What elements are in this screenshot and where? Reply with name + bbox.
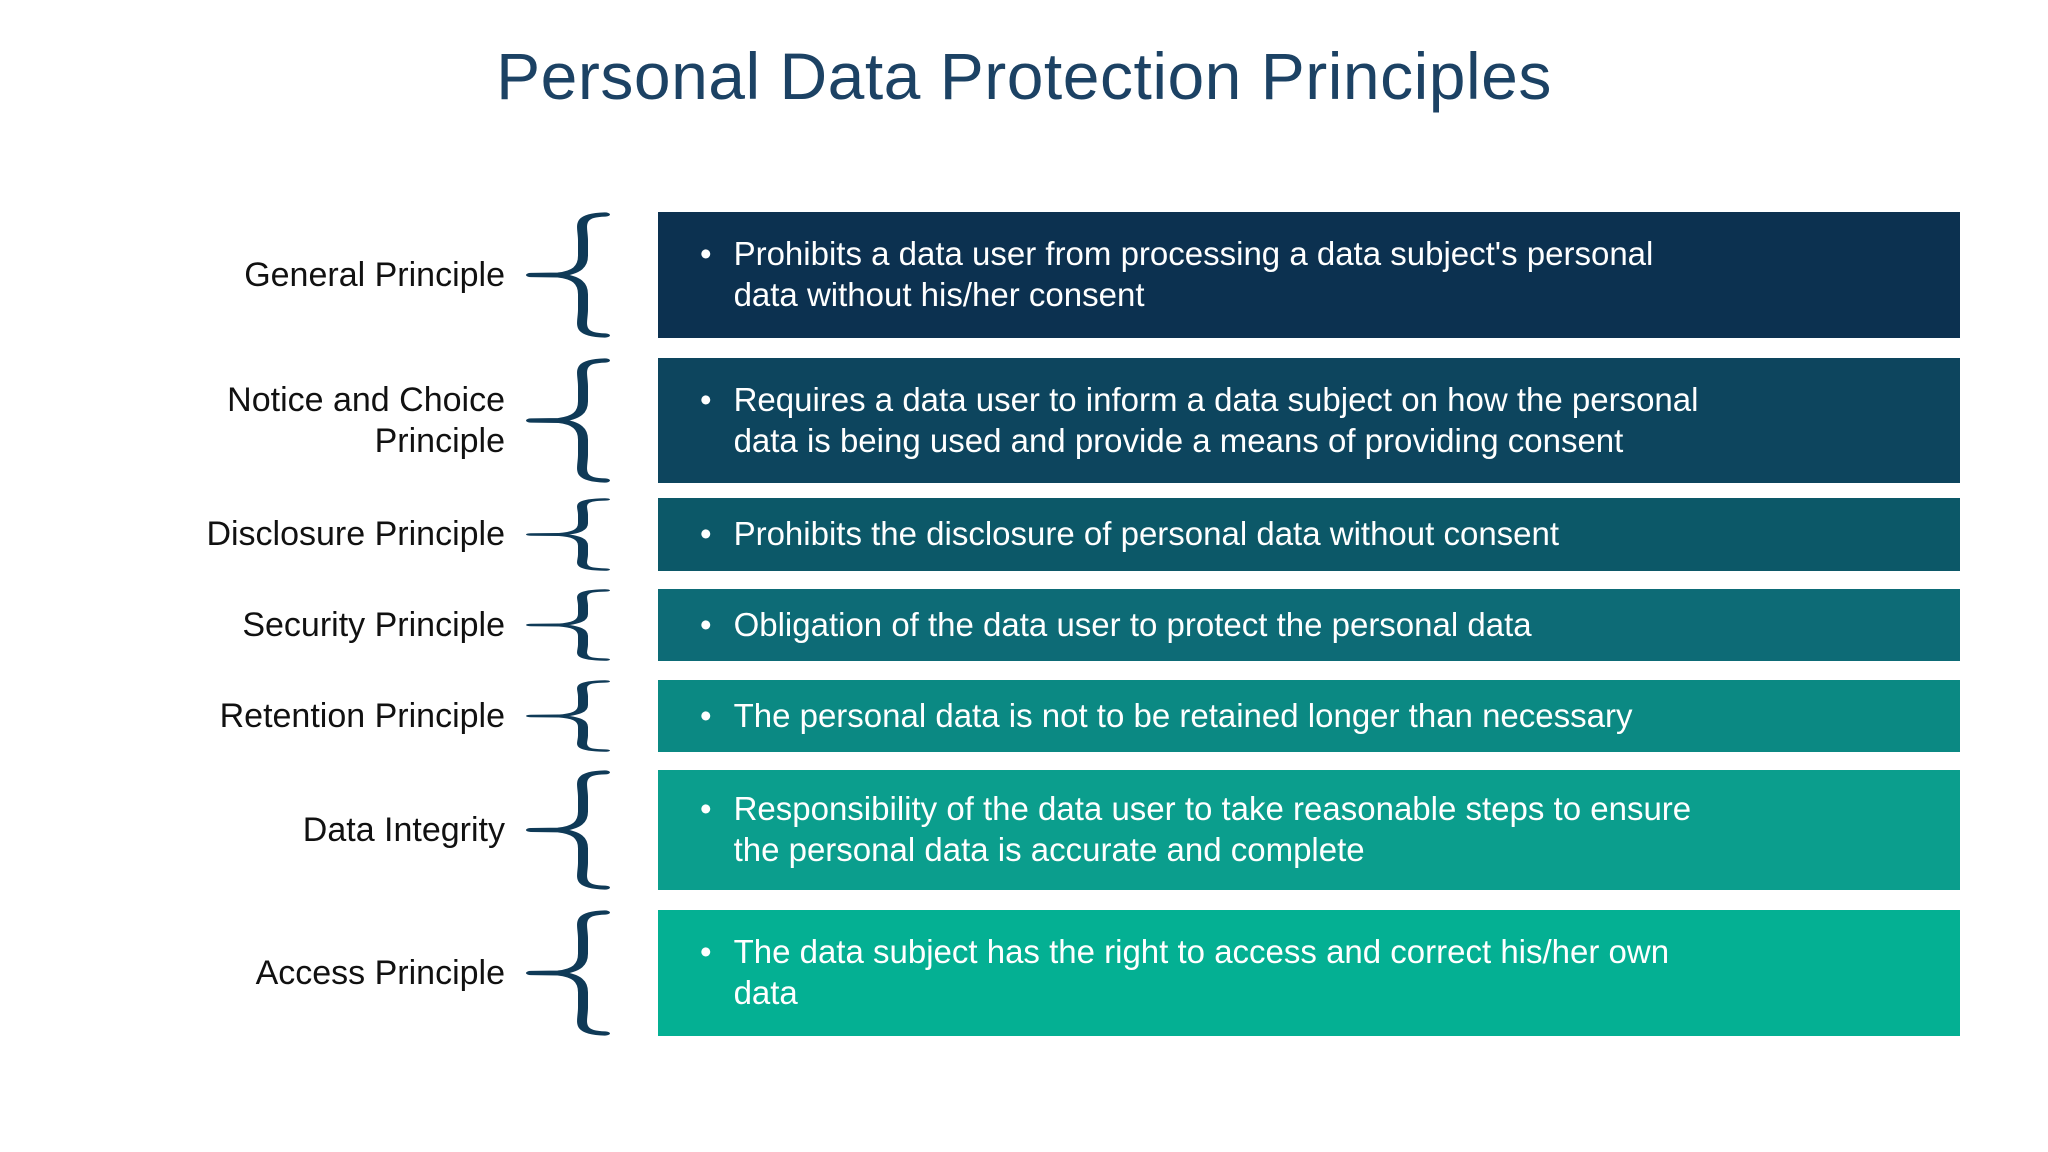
- principle-text: Prohibits the disclosure of personal dat…: [733, 515, 1560, 553]
- bullet-icon: •: [700, 696, 712, 734]
- principle-text: Responsibility of the data user to take …: [733, 790, 1692, 868]
- principle-bar: • Requires a data user to inform a data …: [658, 358, 1960, 483]
- principle-bar: • The data subject has the right to acce…: [658, 910, 1960, 1036]
- principle-label: Security Principle: [242, 605, 505, 644]
- principle-text: Obligation of the data user to protect t…: [733, 605, 1532, 643]
- principle-bar: • Prohibits the disclosure of personal d…: [658, 498, 1960, 571]
- bullet-icon: •: [700, 515, 712, 553]
- brace-icon: [526, 910, 610, 1036]
- principle-text: The personal data is not to be retained …: [733, 696, 1633, 734]
- brace-icon: [526, 498, 610, 571]
- brace-icon: [526, 770, 610, 890]
- brace-icon: [526, 358, 610, 483]
- principle-label: General Principle: [244, 255, 505, 294]
- principle-label: Disclosure Principle: [206, 515, 505, 554]
- principle-bar: • Responsibility of the data user to tak…: [658, 770, 1960, 890]
- principle-text: Requires a data user to inform a data su…: [733, 380, 1699, 459]
- principle-row-disclosure: Disclosure Principle • Prohibits the dis…: [0, 498, 2048, 571]
- principle-label: Data Integrity: [302, 810, 505, 849]
- bullet-icon: •: [700, 380, 712, 418]
- principle-label: Retention Principle: [219, 696, 505, 735]
- principle-row-general: General Principle • Prohibits a data use…: [0, 212, 2048, 338]
- brace-icon: [526, 212, 610, 338]
- bullet-icon: •: [700, 933, 712, 971]
- principle-label: Access Principle: [255, 953, 505, 992]
- principle-row-notice-choice: Notice and Choice Principle • Requires a…: [0, 358, 2048, 483]
- principle-bar: • Obligation of the data user to protect…: [658, 589, 1960, 661]
- page-title: Personal Data Protection Principles: [496, 39, 1552, 113]
- brace-icon: [526, 680, 610, 752]
- brace-icon: [526, 589, 610, 661]
- bullet-icon: •: [700, 790, 712, 828]
- principle-row-data-integrity: Data Integrity • Responsibility of the d…: [0, 770, 2048, 890]
- principle-row-access: Access Principle • The data subject has …: [0, 910, 2048, 1036]
- bullet-icon: •: [700, 605, 712, 643]
- principle-text: The data subject has the right to access…: [733, 933, 1670, 1011]
- principle-bar: • The personal data is not to be retaine…: [658, 680, 1960, 752]
- principle-text: Prohibits a data user from processing a …: [733, 235, 1654, 313]
- principle-row-security: Security Principle • Obligation of the d…: [0, 589, 2048, 661]
- principle-label: Notice and Choice Principle: [227, 381, 505, 460]
- principle-bar: • Prohibits a data user from processing …: [658, 212, 1960, 338]
- bullet-icon: •: [700, 235, 712, 273]
- principle-row-retention: Retention Principle • The personal data …: [0, 680, 2048, 752]
